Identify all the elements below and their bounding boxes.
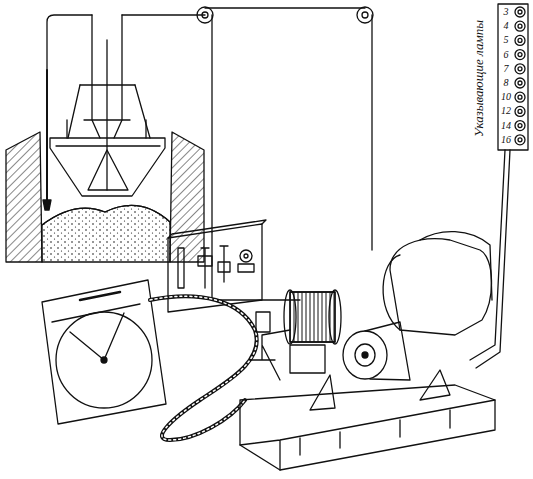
lamp: [515, 106, 525, 116]
lamp: [515, 50, 525, 60]
lamp-center: [518, 38, 522, 42]
lamp: [515, 121, 525, 131]
lamp: [515, 135, 525, 145]
lamp-center: [518, 138, 522, 142]
lamp-center: [518, 81, 522, 85]
lamp-center: [518, 10, 522, 14]
lamp-center: [518, 95, 522, 99]
lamp-number: 12: [501, 106, 511, 116]
lamp-number: 14: [501, 121, 511, 131]
caption-text: Указывающие лампы: [472, 19, 485, 136]
cable: [150, 296, 257, 440]
lamp: [515, 78, 525, 88]
cable-twist: [150, 296, 257, 440]
lamp-number: 3: [504, 7, 509, 17]
lamp: [515, 92, 525, 102]
lamp: [515, 35, 525, 45]
recorder: [42, 280, 166, 424]
lamp-number: 8: [504, 78, 509, 88]
lamp-center: [518, 24, 522, 28]
lamp-number: 16: [501, 135, 511, 145]
lamp-number: 5: [504, 35, 509, 45]
lamp-center: [518, 53, 522, 57]
lamp: [515, 21, 525, 31]
lamp: [515, 7, 525, 17]
lamp: [515, 64, 525, 74]
lamp-center: [518, 124, 522, 128]
rope: [47, 7, 373, 300]
lamp-number: 6: [504, 50, 509, 60]
lamp-center: [518, 67, 522, 71]
winch: [240, 150, 510, 470]
lamp-number: 7: [504, 64, 509, 74]
lamp-center: [518, 109, 522, 113]
lamp-panel: [498, 4, 528, 150]
lamp-number: 4: [504, 21, 509, 31]
lamp-number: 10: [501, 92, 511, 102]
furnace-top: [6, 15, 204, 262]
